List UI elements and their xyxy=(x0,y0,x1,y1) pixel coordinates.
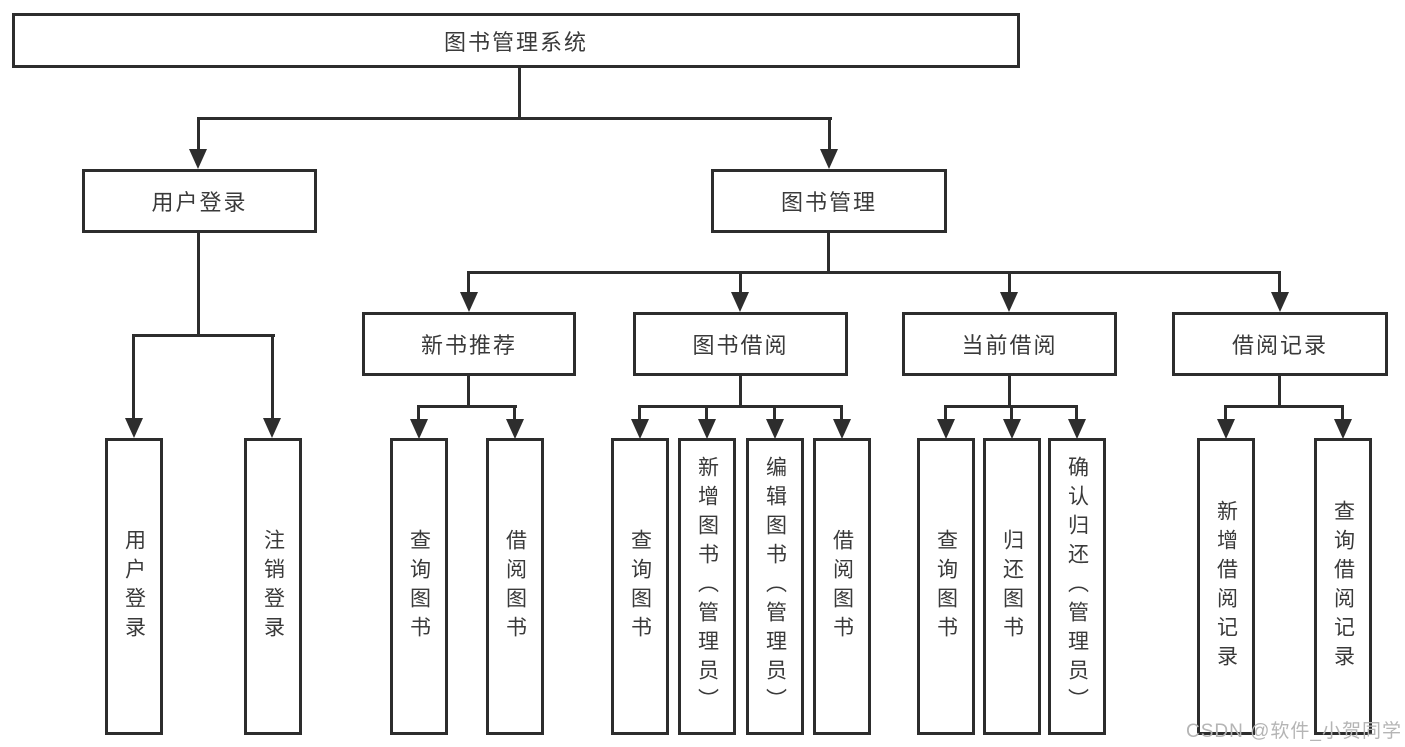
node-label: 用户登录 xyxy=(151,190,248,215)
leaf-label: 借阅图书 xyxy=(503,528,527,645)
arrowhead-icon xyxy=(263,418,281,438)
connector-drop-leaf xyxy=(417,405,420,420)
connector-book-borrow-rail xyxy=(639,405,843,408)
node-book-borrow: 图书借阅 xyxy=(633,312,848,376)
connector-borrow-records-rail xyxy=(1225,405,1344,408)
connector-drop-leaf xyxy=(1075,405,1078,420)
leaf-label: 新增图书（管理员） xyxy=(695,456,719,717)
leaf-query-books-borrow: 查询图书 xyxy=(611,438,669,735)
node-label: 新书推荐 xyxy=(420,333,517,358)
arrowhead-icon xyxy=(820,149,838,169)
arrowhead-icon xyxy=(698,419,716,439)
connector-new-book-rail xyxy=(418,405,517,408)
connector-current-borrow-stem xyxy=(1008,376,1011,407)
leaf-label: 查询图书 xyxy=(934,528,958,645)
connector-drop-borrow-records xyxy=(1278,271,1281,295)
connector-drop-book-borrow xyxy=(739,271,742,295)
arrowhead-icon xyxy=(506,419,524,439)
connector-book-management-rail xyxy=(468,271,1281,274)
connector-drop-leaf xyxy=(1224,405,1227,420)
node-label: 图书借阅 xyxy=(692,333,789,358)
connector-root-rail xyxy=(197,117,832,120)
node-label: 借阅记录 xyxy=(1231,333,1328,358)
arrowhead-icon xyxy=(631,419,649,439)
connector-drop-leaf xyxy=(513,405,516,420)
leaf-add-book-admin: 新增图书（管理员） xyxy=(678,438,736,735)
leaf-add-borrow-record: 新增借阅记录 xyxy=(1197,438,1255,735)
watermark: CSDN @软件_小贺同学 xyxy=(1186,721,1402,742)
arrowhead-icon xyxy=(1217,419,1235,439)
leaf-label: 确认归还（管理员） xyxy=(1065,456,1089,717)
node-borrow-records: 借阅记录 xyxy=(1172,312,1388,376)
leaf-label: 查询图书 xyxy=(407,528,431,645)
node-label: 图书管理系统 xyxy=(443,29,588,55)
leaf-label: 归还图书 xyxy=(1000,528,1024,645)
connector-drop-login-leaf xyxy=(132,334,135,420)
connector-book-management-stem xyxy=(827,232,830,274)
node-library-management-system: 图书管理系统 xyxy=(12,13,1020,68)
connector-drop-leaf xyxy=(840,405,843,420)
leaf-logout: 注销登录 xyxy=(244,438,302,735)
arrowhead-icon xyxy=(410,419,428,439)
leaf-edit-book-admin: 编辑图书（管理员） xyxy=(746,438,804,735)
arrowhead-icon xyxy=(1068,419,1086,439)
leaf-borrow-books: 借阅图书 xyxy=(813,438,871,735)
leaf-label: 用户登录 xyxy=(122,528,146,645)
leaf-return-book: 归还图书 xyxy=(983,438,1041,735)
leaf-confirm-return-admin: 确认归还（管理员） xyxy=(1048,438,1106,735)
connector-drop-leaf xyxy=(1010,405,1013,420)
connector-drop-leaf xyxy=(1341,405,1344,420)
leaf-label: 编辑图书（管理员） xyxy=(763,456,787,717)
arrowhead-icon xyxy=(833,419,851,439)
connector-root-stem xyxy=(518,67,521,118)
arrowhead-icon xyxy=(1271,292,1289,312)
arrowhead-icon xyxy=(189,149,207,169)
leaf-borrow-books-recommend: 借阅图书 xyxy=(486,438,544,735)
connector-drop-leaf xyxy=(944,405,947,420)
connector-drop-user-login xyxy=(197,117,200,150)
connector-drop-current-borrow xyxy=(1008,271,1011,295)
arrowhead-icon xyxy=(125,418,143,438)
connector-user-login-rail xyxy=(132,334,275,337)
connector-drop-book-management xyxy=(828,117,831,150)
connector-drop-leaf xyxy=(638,405,641,420)
connector-drop-logout-leaf xyxy=(271,334,274,420)
arrowhead-icon xyxy=(1334,419,1352,439)
leaf-label: 注销登录 xyxy=(261,528,285,645)
node-label: 当前借阅 xyxy=(961,333,1058,358)
connector-user-login-stem xyxy=(197,232,200,336)
leaf-label: 查询借阅记录 xyxy=(1331,499,1355,674)
node-book-management: 图书管理 xyxy=(711,169,947,233)
arrowhead-icon xyxy=(1003,419,1021,439)
connector-new-book-stem xyxy=(467,376,470,407)
arrowhead-icon xyxy=(766,419,784,439)
leaf-query-borrow-record: 查询借阅记录 xyxy=(1314,438,1372,735)
arrowhead-icon xyxy=(1000,292,1018,312)
arrowhead-icon xyxy=(731,292,749,312)
arrowhead-icon xyxy=(460,292,478,312)
connector-drop-new-book xyxy=(467,271,470,295)
leaf-label: 新增借阅记录 xyxy=(1214,499,1238,674)
connector-drop-leaf xyxy=(773,405,776,420)
node-new-book-recommend: 新书推荐 xyxy=(362,312,576,376)
connector-book-borrow-stem xyxy=(739,376,742,407)
leaf-label: 查询图书 xyxy=(628,528,652,645)
leaf-query-books-current: 查询图书 xyxy=(917,438,975,735)
connector-drop-leaf xyxy=(705,405,708,420)
leaf-query-books-recommend: 查询图书 xyxy=(390,438,448,735)
leaf-label: 借阅图书 xyxy=(830,528,854,645)
node-label: 图书管理 xyxy=(780,190,877,215)
arrowhead-icon xyxy=(937,419,955,439)
leaf-user-login: 用户登录 xyxy=(105,438,163,735)
node-current-borrow: 当前借阅 xyxy=(902,312,1117,376)
node-user-login: 用户登录 xyxy=(82,169,317,233)
connector-borrow-records-stem xyxy=(1278,376,1281,407)
